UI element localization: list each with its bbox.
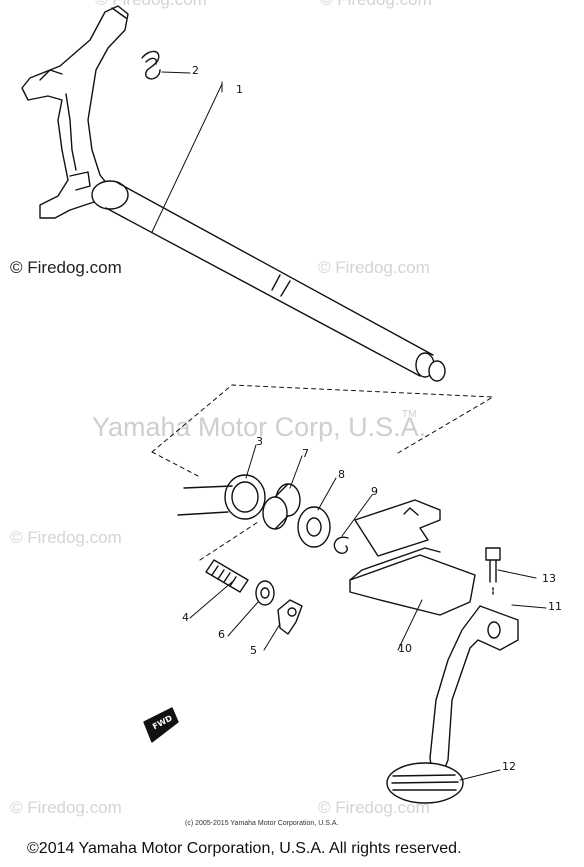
- callout-5: 5: [250, 644, 257, 657]
- part-10-pad: [349, 499, 476, 616]
- watermark-firedog: © Firedog.com: [95, 0, 207, 10]
- watermark-firedog: © Firedog.com: [318, 258, 430, 277]
- part-7-collar: [262, 483, 301, 530]
- callout-3: 3: [256, 435, 263, 448]
- callout-9: 9: [371, 485, 378, 498]
- part-4-stud: [205, 559, 249, 593]
- copyright-footer: ©2014 Yamaha Motor Corporation, U.S.A. A…: [27, 840, 462, 857]
- copyright-small: (c) 2005-2015 Yamaha Motor Corporation, …: [185, 820, 339, 827]
- exploded-view-outline: [151, 384, 494, 561]
- callout-11: 11: [548, 600, 562, 613]
- watermark-firedog: © Firedog.com: [10, 798, 122, 817]
- leader-lines: [151, 71, 547, 781]
- watermark-firedog: © Firedog.com: [318, 798, 430, 817]
- part-6-nut: [255, 580, 275, 606]
- watermark-firedog: © Firedog.com: [320, 0, 432, 10]
- part-3-torsion-spring: [177, 474, 266, 520]
- part-9-circlip: [333, 536, 349, 555]
- callout-12: 12: [502, 760, 516, 773]
- callout-6: 6: [218, 628, 225, 641]
- shift-pedal: [386, 605, 519, 804]
- callout-4: 4: [182, 611, 189, 624]
- watermark-firedog: © Firedog.com: [10, 528, 122, 547]
- shift-shaft: [91, 180, 446, 382]
- fwd-arrow: [143, 707, 179, 743]
- callout-8: 8: [338, 468, 345, 481]
- trademark-mark: TM: [402, 409, 417, 420]
- callout-2: 2: [192, 64, 199, 77]
- callout-1: 1: [236, 83, 243, 96]
- watermark-yamaha: Yamaha Motor Corp, U.S.A.: [92, 412, 427, 442]
- callout-7: 7: [302, 447, 309, 460]
- part-13-bolt: [485, 547, 501, 597]
- part-2-spring: [141, 50, 161, 80]
- callout-10: 10: [398, 642, 412, 655]
- watermark-firedog: © Firedog.com: [10, 258, 122, 277]
- part-12-pedal-rubber: [386, 762, 464, 804]
- part-5-lock-washer: [277, 599, 303, 635]
- part-8-washer: [297, 506, 331, 548]
- callout-13: 13: [542, 572, 556, 585]
